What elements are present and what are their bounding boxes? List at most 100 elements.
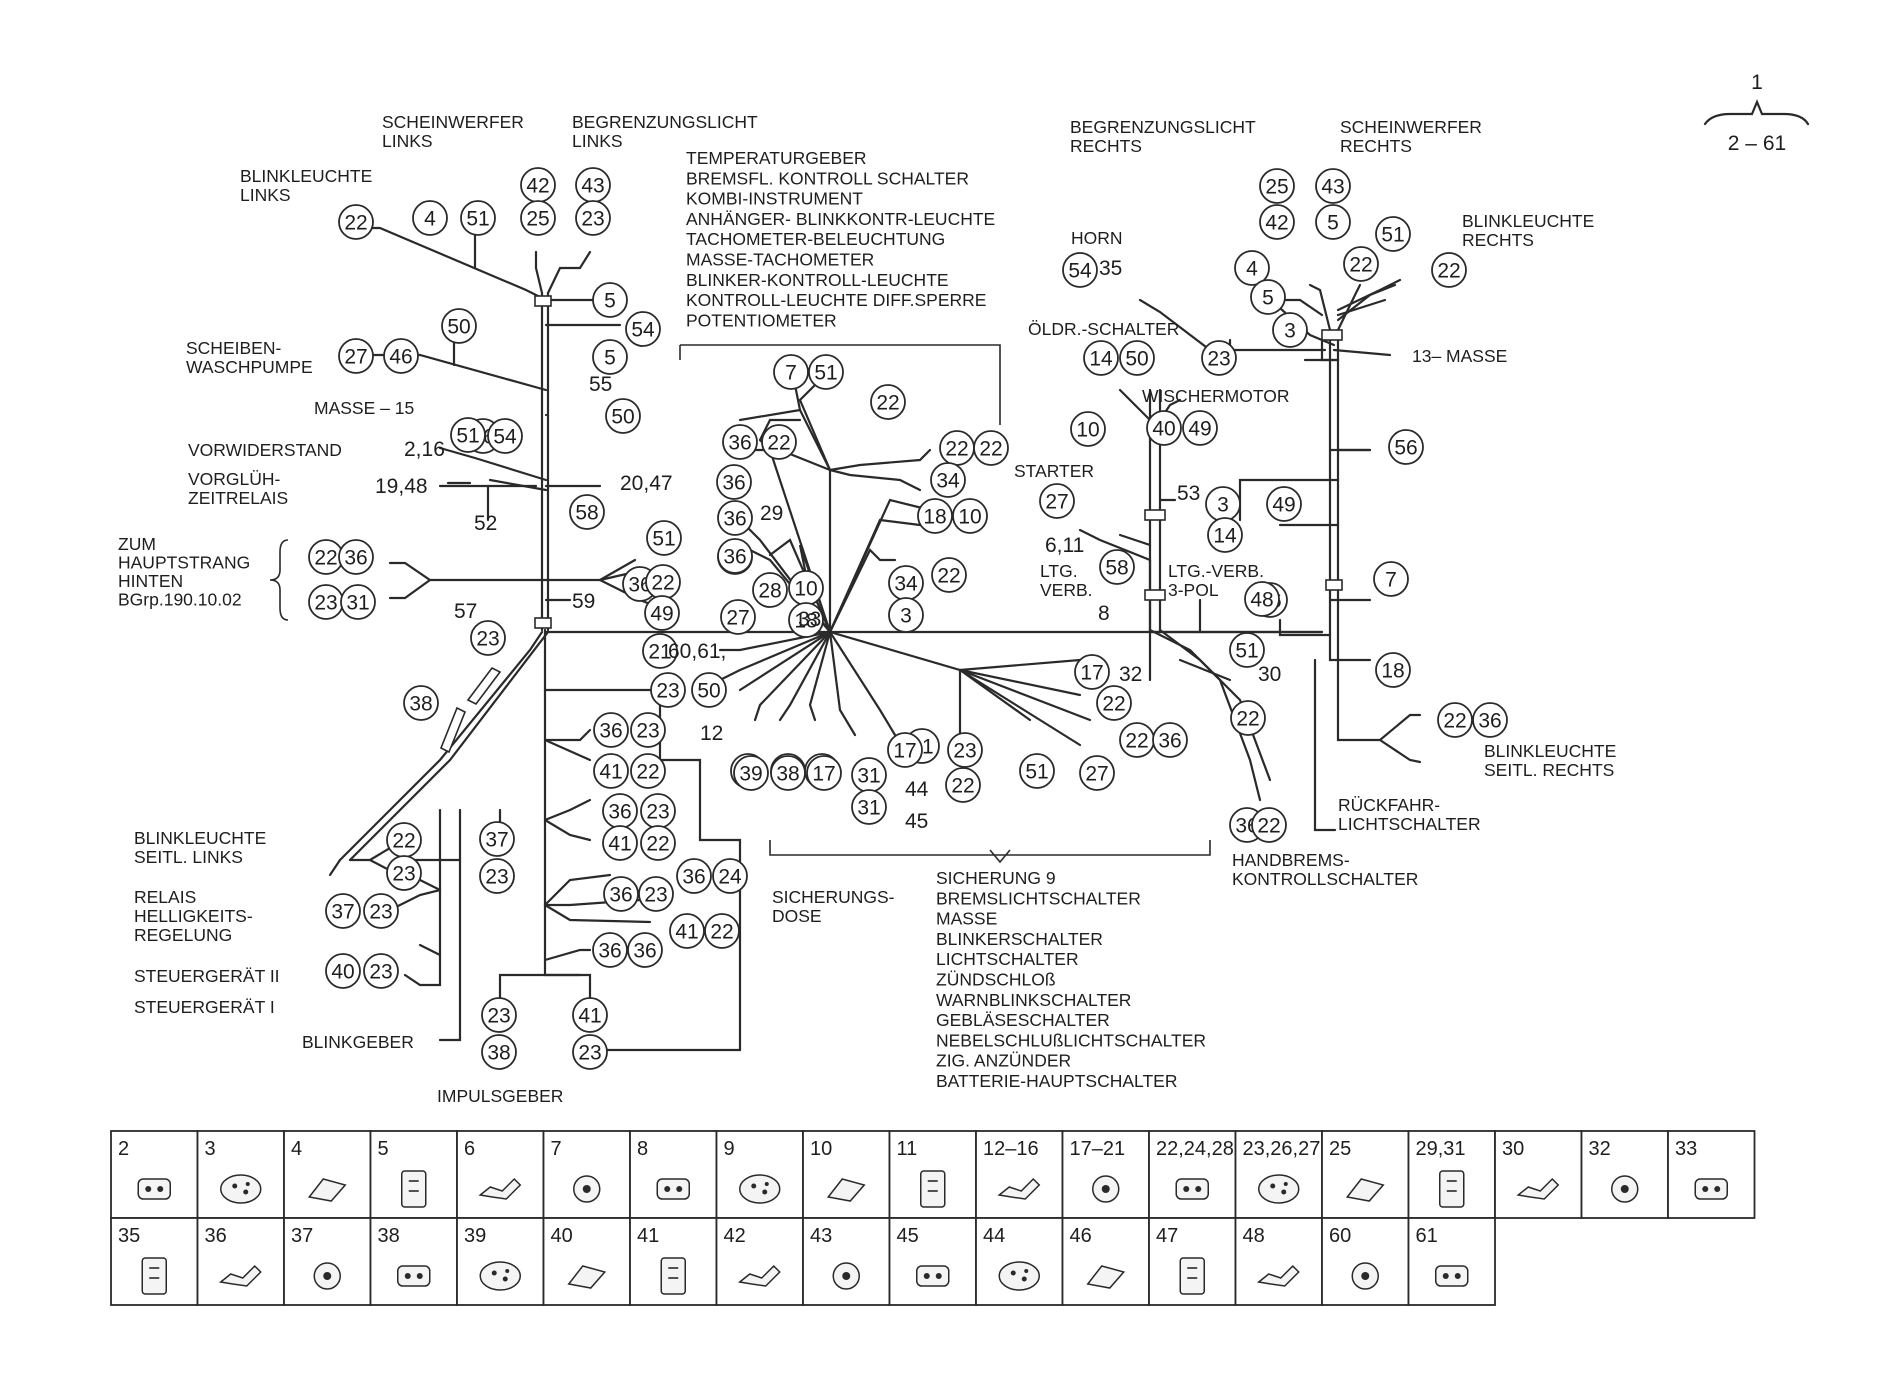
callout-bubble: 3 xyxy=(888,597,924,633)
callout-bubble: 23 xyxy=(363,953,399,989)
part-number: 61 xyxy=(1416,1225,1438,1247)
callout-number: 56 xyxy=(1394,437,1417,460)
callout-number: 3 xyxy=(1284,320,1296,343)
callout-number: 51 xyxy=(1025,761,1048,784)
brace xyxy=(269,539,289,621)
callout-bubble: 54 xyxy=(1062,252,1098,288)
callout-number: 18 xyxy=(1381,660,1404,683)
plain-number: 29 xyxy=(760,502,783,525)
callout-number: 23 xyxy=(581,208,604,231)
callout-number: 23 xyxy=(636,720,659,743)
part-cell: 7 xyxy=(542,1130,631,1219)
callout-number: 31 xyxy=(857,797,880,820)
part-cell: 32 xyxy=(1580,1130,1669,1219)
callout-number: 49 xyxy=(650,603,673,626)
callout-number: 25 xyxy=(526,208,549,231)
callout-bubble: 58 xyxy=(569,494,605,530)
callout-number: 36 xyxy=(1478,710,1501,733)
part-cell: 11 xyxy=(888,1130,977,1219)
callout-bubble: 27 xyxy=(720,599,756,635)
part-number: 33 xyxy=(1675,1138,1697,1160)
callout-number: 36 xyxy=(723,546,746,569)
callout-number: 41 xyxy=(599,761,622,784)
callout-number: 51 xyxy=(456,425,479,448)
callout-bubble: 22 xyxy=(630,753,666,789)
part-number: 7 xyxy=(551,1138,562,1160)
callout-bubble: 41 xyxy=(602,825,638,861)
label-vorwiderstand: VORWIDERSTAND xyxy=(188,440,342,460)
label-scheibenwaschpumpe: SCHEIBEN-WASCHPUMPE xyxy=(186,338,313,377)
callout-bubble: 37 xyxy=(479,821,515,857)
part-number: 3 xyxy=(205,1138,216,1160)
part-number: 43 xyxy=(810,1225,832,1247)
callout-number: 27 xyxy=(726,607,749,630)
plain-number: 19,48 xyxy=(375,475,428,498)
callout-bubble: 34 xyxy=(888,565,924,601)
plain-number: 45 xyxy=(905,810,928,833)
callout-bubble: 17 xyxy=(887,732,923,768)
callout-bubble: 51 xyxy=(460,200,496,236)
callout-number: 22 xyxy=(710,921,733,944)
callout-bubble: 36 xyxy=(602,793,638,829)
callout-number: 23 xyxy=(369,961,392,984)
callout-number: 7 xyxy=(1385,569,1397,592)
callout-number: 42 xyxy=(526,175,549,198)
part-number: 5 xyxy=(378,1138,389,1160)
callout-number: 31 xyxy=(857,765,880,788)
part-number: 17–21 xyxy=(1070,1138,1126,1160)
part-number: 40 xyxy=(551,1225,573,1247)
callout-bubble: 41 xyxy=(593,753,629,789)
plain-number: 32 xyxy=(1119,663,1142,686)
callout-number: 46 xyxy=(389,346,412,369)
part-number: 36 xyxy=(205,1225,227,1247)
callout-number: 23 xyxy=(485,866,508,889)
part-number: 30 xyxy=(1502,1138,1524,1160)
callout-number: 22 xyxy=(937,565,960,588)
callout-number: 18 xyxy=(923,506,946,529)
callout-bubble: 31 xyxy=(851,757,887,793)
callout-bubble: 23 xyxy=(470,620,506,656)
part-number: 23,26,27 xyxy=(1243,1138,1321,1160)
callout-bubble: 38 xyxy=(403,685,439,721)
callout-number: 36 xyxy=(633,940,656,963)
callout-bubble: 5 xyxy=(592,282,628,318)
callout-bubble: 36 xyxy=(593,712,629,748)
callout-bubble: 22 xyxy=(308,539,344,575)
callout-number: 23 xyxy=(487,1005,510,1028)
callout-bubble: 3 xyxy=(1205,486,1241,522)
label-horn: HORN xyxy=(1071,228,1123,248)
callout-bubble: 18 xyxy=(1375,652,1411,688)
callout-number: 34 xyxy=(894,573,918,596)
callout-bubble: 5 xyxy=(592,339,628,375)
part-cell: 6 xyxy=(456,1130,545,1219)
page-ref-top: 1 xyxy=(1751,71,1763,94)
callout-bubble: 51 xyxy=(646,520,682,556)
callout-bubble: 23 xyxy=(630,712,666,748)
callout-number: 22 xyxy=(646,833,669,856)
callout-bubble: 51 xyxy=(1229,632,1265,668)
label-ltg_verb_3pol: LTG.-VERB.3-POL xyxy=(1168,561,1264,600)
part-cell: 35 xyxy=(110,1217,199,1306)
callout-bubble: 23 xyxy=(640,793,676,829)
plain-number: 6,11 xyxy=(1045,534,1084,557)
callout-number: 22 xyxy=(951,775,974,798)
part-number: 38 xyxy=(378,1225,400,1247)
callout-number: 17 xyxy=(812,763,835,786)
callout-number: 23 xyxy=(476,628,499,651)
callout-bubble: 22 xyxy=(645,564,681,600)
callout-bubble: 39 xyxy=(733,755,769,791)
callout-number: 23 xyxy=(314,592,337,615)
part-cell: 23,26,27 xyxy=(1234,1130,1323,1219)
callout-bubble: 14 xyxy=(1207,517,1243,553)
callout-bubble: 27 xyxy=(1079,755,1115,791)
callout-bubble: 23 xyxy=(947,732,983,768)
callout-number: 22 xyxy=(344,212,367,235)
callout-bubble: 49 xyxy=(1266,486,1302,522)
callout-number: 50 xyxy=(611,406,634,429)
label-masse_15: MASSE – 15 xyxy=(314,398,414,418)
callout-number: 49 xyxy=(1272,494,1295,517)
plain-number: 33 xyxy=(798,608,821,631)
